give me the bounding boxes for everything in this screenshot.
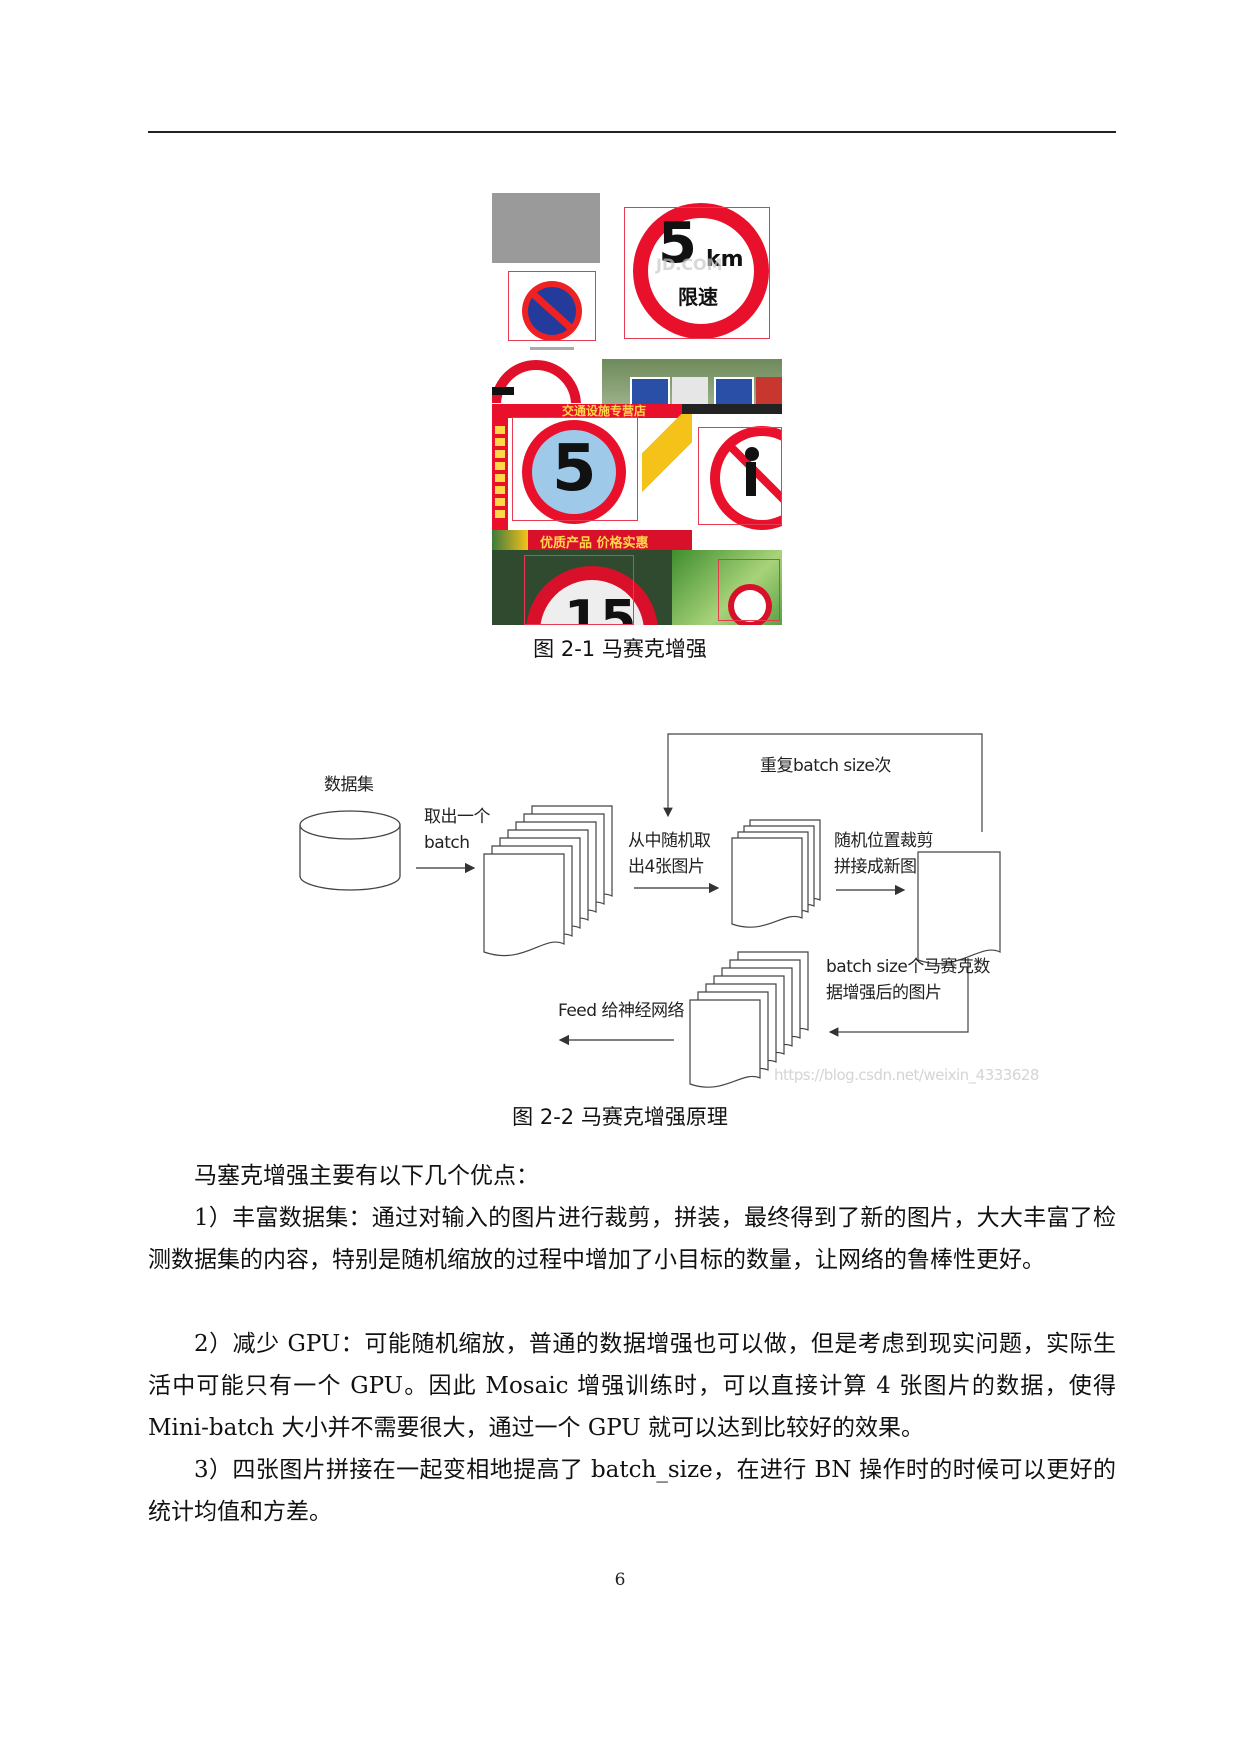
bbox bbox=[698, 427, 782, 525]
four-images-stack-icon bbox=[731, 819, 821, 928]
label-batch-result: batch size个马赛克数 据增强后的图片 bbox=[826, 957, 990, 1003]
label-crop-stitch: 随机位置裁剪 拼接成新图 bbox=[834, 831, 934, 877]
bbox bbox=[624, 207, 770, 339]
speed-5km-value: 5 bbox=[658, 211, 697, 276]
repeat-loop-arrow bbox=[663, 733, 983, 832]
body-intro: 马塞克增强主要有以下几个优点： bbox=[194, 1163, 539, 1189]
figure1-caption: 图 2-1 马赛克增强 bbox=[533, 637, 707, 661]
quality-banner: 优质产品 价格实惠 bbox=[492, 530, 692, 550]
mosaic-flow-diagram: 数据集 取出一个 batch 从中随机取 出4张图片 重复batch size次… bbox=[290, 728, 1050, 1098]
body-point-2: 2）减少 GPU：可能随机缩放，普通的数据增强也可以做，但是考虑到现实问题，实际… bbox=[148, 1331, 1116, 1441]
quality-banner-text: 优质产品 价格实惠 bbox=[540, 536, 649, 550]
bbox bbox=[512, 417, 638, 521]
body-point-1: 1）丰富数据集：通过对输入的图片进行裁剪，拼装，最终得到了新的图片，大大丰富了检… bbox=[148, 1205, 1116, 1273]
vertical-banner bbox=[492, 418, 508, 530]
page-number: 6 bbox=[614, 1570, 626, 1590]
result-stack-icon bbox=[689, 951, 809, 1088]
header-rule bbox=[148, 131, 1116, 133]
no-pedestrian-sign bbox=[690, 418, 782, 530]
yellow-band bbox=[642, 414, 692, 494]
bbox bbox=[718, 559, 780, 621]
flow-diagram-graphics bbox=[299, 733, 1001, 1088]
speed-5km-text: 限速 bbox=[678, 285, 718, 309]
watermark-text: JD.COM bbox=[656, 255, 723, 274]
arrow-to-results bbox=[828, 958, 969, 1037]
partial-sign-tile bbox=[492, 359, 602, 403]
shop-banner: 交通设施专营店 bbox=[492, 404, 682, 418]
label-repeat: 重复batch size次 bbox=[760, 756, 891, 776]
shop-banner-text: 交通设施专营店 bbox=[562, 404, 647, 418]
new-image-icon bbox=[917, 851, 1001, 965]
street-photo-tile bbox=[602, 359, 782, 405]
bbox bbox=[508, 271, 596, 341]
speed-limit-5km-sign: 5 km 限速 JD.COM bbox=[626, 197, 776, 345]
figure2-caption: 图 2-2 马赛克增强原理 bbox=[512, 1105, 728, 1129]
label-feed: Feed 给神经网络 bbox=[558, 1001, 684, 1021]
mosaic-image: 5 km 限速 JD.COM 交通设施专营店 5 bbox=[472, 189, 782, 625]
dark-strip bbox=[682, 404, 782, 414]
speed-15-value: 15 bbox=[564, 590, 637, 625]
dataset-cylinder-icon bbox=[299, 810, 401, 891]
diagram-watermark: https://blog.csdn.net/weixin_4333628 bbox=[774, 1066, 1039, 1084]
no-parking-tile bbox=[510, 273, 594, 353]
gray-tile bbox=[492, 193, 600, 263]
speed-limit-5-sign: 5 bbox=[508, 418, 638, 530]
speed-5km-unit: km bbox=[706, 247, 744, 272]
speed-limit-15-sign: 15 bbox=[492, 550, 672, 625]
label-random-pick: 从中随机取 出4张图片 bbox=[628, 831, 711, 877]
body-point-3: 3）四张图片拼接在一起变相地提高了 batch_size，在进行 BN 操作时的… bbox=[148, 1457, 1116, 1525]
batch-stack-icon bbox=[483, 805, 613, 957]
speed-5-value: 5 bbox=[552, 432, 597, 506]
foliage-tile bbox=[672, 550, 782, 625]
label-dataset: 数据集 bbox=[324, 775, 374, 795]
bbox bbox=[524, 555, 634, 625]
label-take-batch: 取出一个 batch bbox=[424, 807, 491, 853]
tiny-caption bbox=[530, 347, 574, 350]
